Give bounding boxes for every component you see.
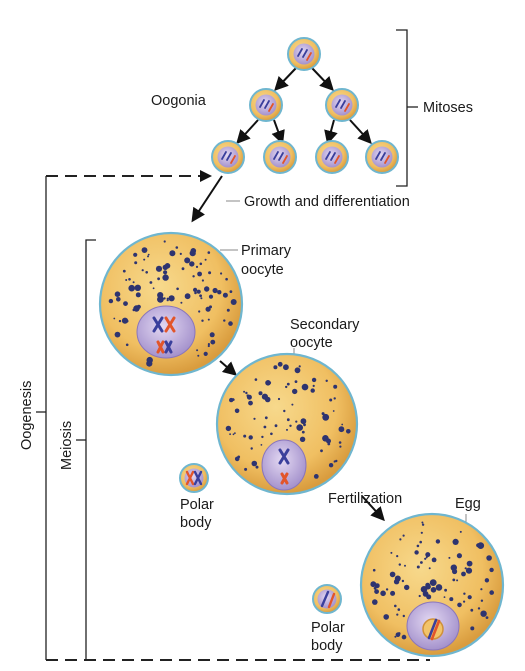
oogonium-cell bbox=[315, 140, 349, 174]
label-oogenesis: Oogenesis bbox=[19, 381, 35, 450]
oogonium-cell bbox=[365, 140, 399, 174]
label-meiosis: Meiosis bbox=[59, 421, 75, 470]
primary-oocyte bbox=[98, 231, 244, 377]
primary-chromosomes bbox=[152, 316, 176, 354]
label-secondary-2: oocyte bbox=[290, 335, 333, 351]
label-polar1-1: Polar bbox=[180, 497, 214, 513]
meiosis-bracket bbox=[76, 239, 96, 660]
fertilization-arrow bbox=[361, 495, 385, 522]
label-polar2-1: Polar bbox=[311, 620, 345, 636]
secondary-oocyte bbox=[215, 352, 359, 496]
oogonium-cell bbox=[211, 140, 245, 174]
secondary-chromosomes bbox=[278, 448, 290, 485]
oogonia-cells bbox=[211, 37, 399, 174]
oogonium-cell bbox=[325, 88, 359, 122]
label-oogonia: Oogonia bbox=[151, 93, 207, 109]
mitosis-arrows bbox=[236, 67, 372, 145]
label-fertilization: Fertilization bbox=[328, 491, 402, 507]
growth-arrow bbox=[191, 175, 223, 223]
label-egg: Egg bbox=[455, 496, 481, 512]
oogonium-cell bbox=[287, 37, 321, 71]
oogonium-cell bbox=[263, 140, 297, 174]
label-primary-1: Primary bbox=[241, 243, 292, 259]
label-mitoses: Mitoses bbox=[423, 100, 473, 116]
polar-body-2 bbox=[312, 584, 342, 614]
label-primary-2: oocyte bbox=[241, 262, 284, 278]
oogenesis-bracket bbox=[36, 176, 47, 660]
primary-to-secondary-arrow bbox=[219, 360, 238, 376]
mitoses-bracket bbox=[396, 29, 418, 187]
polar-body-1 bbox=[179, 463, 209, 493]
dashed-arrowhead bbox=[200, 170, 212, 182]
oogonium-cell bbox=[249, 88, 283, 122]
label-secondary-1: Secondary bbox=[290, 317, 360, 333]
label-growth: Growth and differentiation bbox=[244, 194, 410, 210]
label-polar1-2: body bbox=[180, 515, 212, 531]
label-polar2-2: body bbox=[311, 638, 343, 654]
egg-cell bbox=[359, 512, 505, 658]
